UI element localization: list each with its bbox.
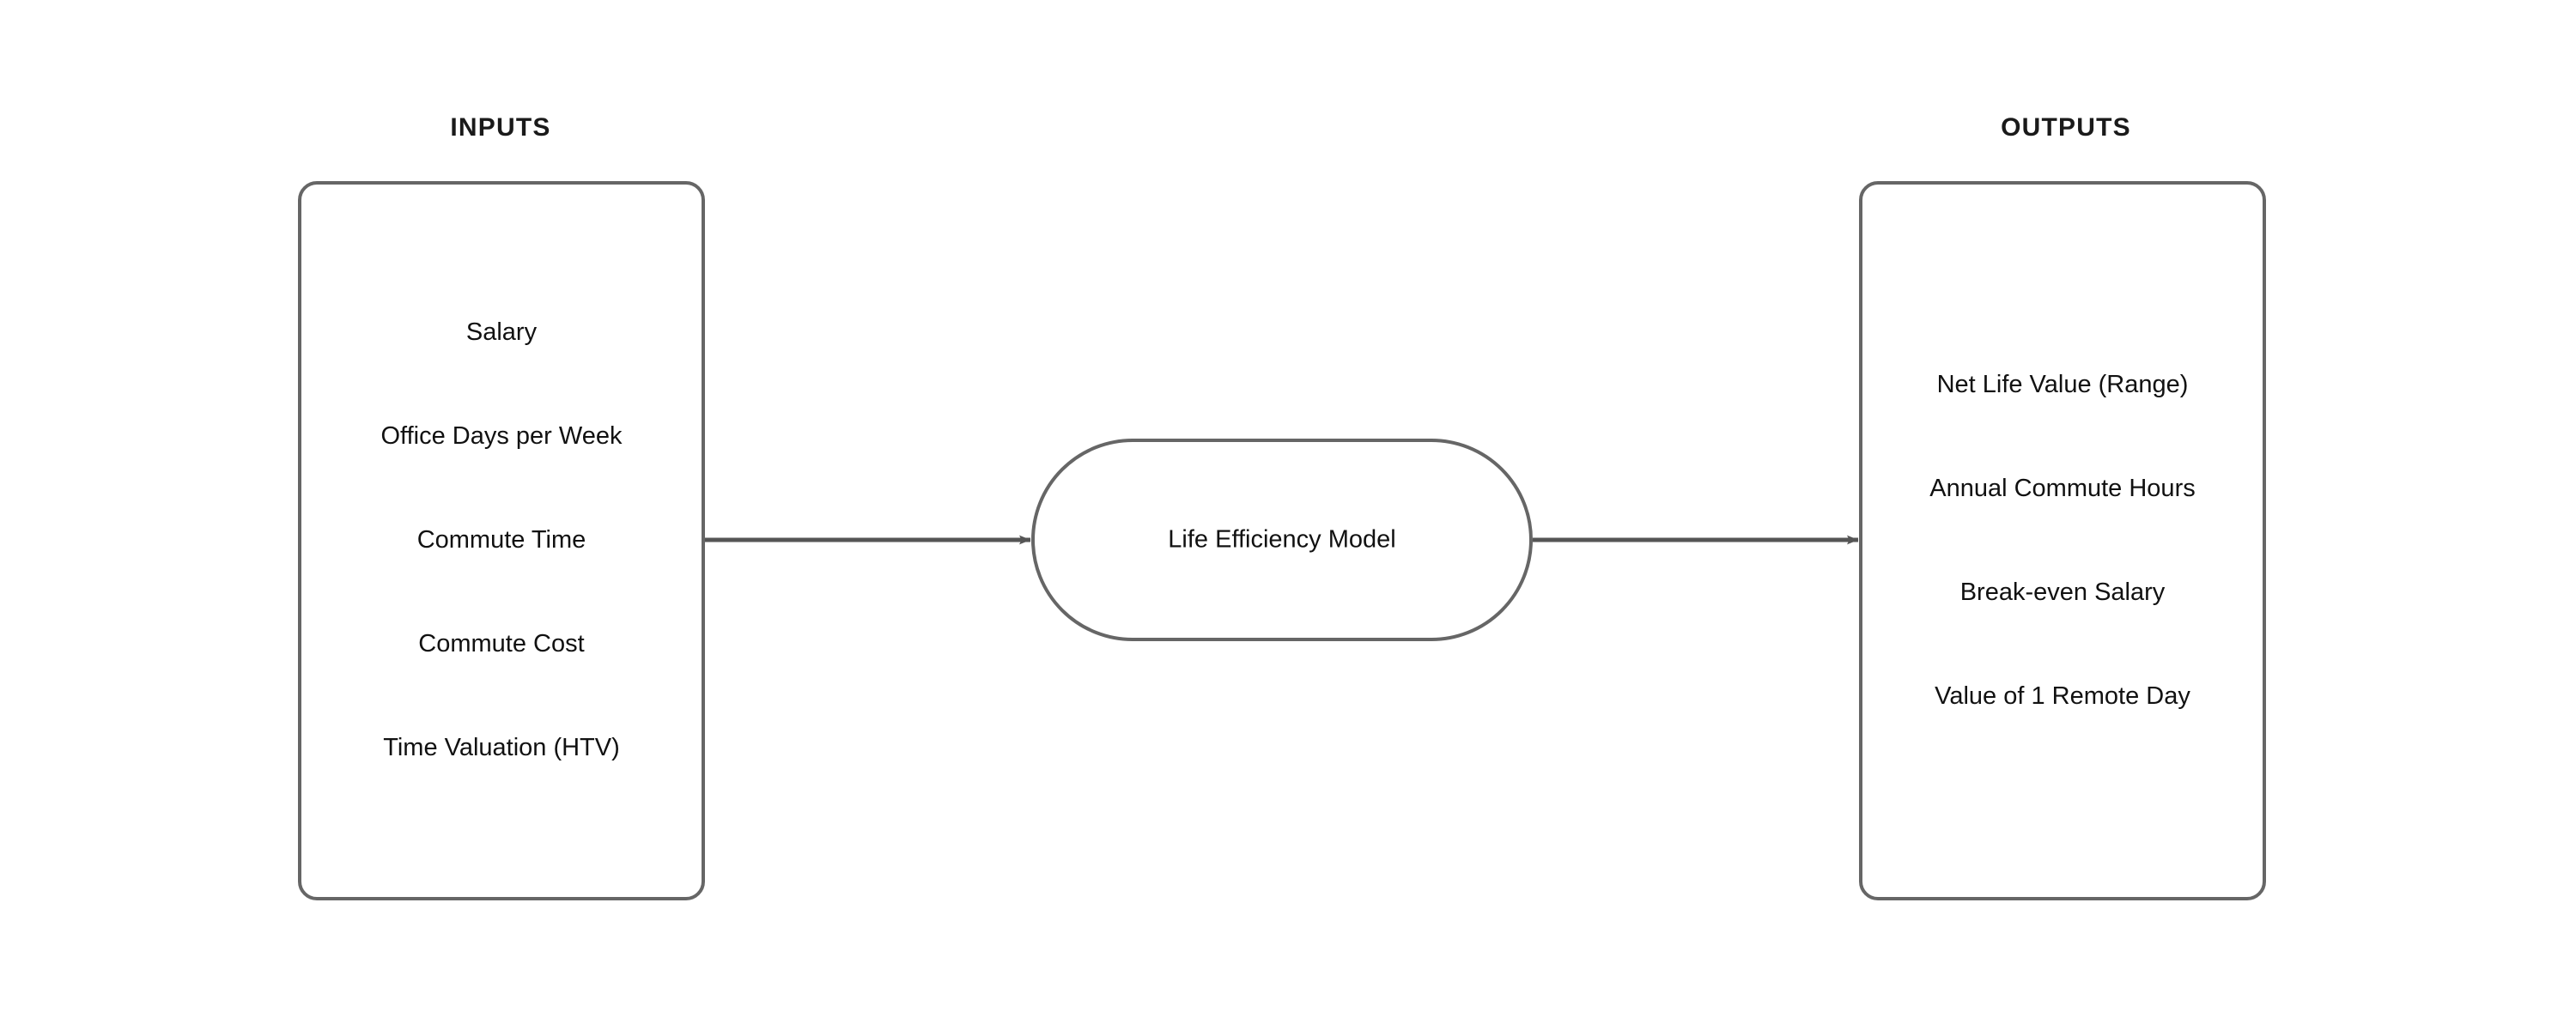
- input-item-salary: Salary: [465, 318, 538, 346]
- output-item-break-even-salary: Break-even Salary: [1959, 579, 2166, 606]
- outputs-panel[interactable]: [1859, 181, 2266, 900]
- input-item-time-valuation-htv: Time Valuation (HTV): [383, 734, 620, 761]
- output-item-annual-commute-hours: Annual Commute Hours: [1929, 475, 2196, 502]
- inputs-item-list: Salary Office Days per Week Commute Time…: [300, 281, 703, 800]
- inputs-section-heading: INPUTS: [450, 113, 551, 142]
- output-item-net-life-value-range: Net Life Value (Range): [1936, 371, 2189, 398]
- inputs-panel[interactable]: [298, 181, 705, 900]
- outputs-item-list: Net Life Value (Range) Annual Commute Ho…: [1861, 333, 2264, 748]
- input-item-commute-time: Commute Time: [416, 526, 586, 554]
- input-item-office-days-per-week: Office Days per Week: [380, 422, 623, 450]
- output-item-value-of-1-remote-day: Value of 1 Remote Day: [1935, 682, 2190, 710]
- process-node-label: Life Efficiency Model: [1168, 525, 1396, 554]
- process-node-shape[interactable]: [1031, 439, 1533, 641]
- input-item-commute-cost: Commute Cost: [418, 630, 585, 657]
- outputs-section-heading: OUTPUTS: [2001, 113, 2131, 142]
